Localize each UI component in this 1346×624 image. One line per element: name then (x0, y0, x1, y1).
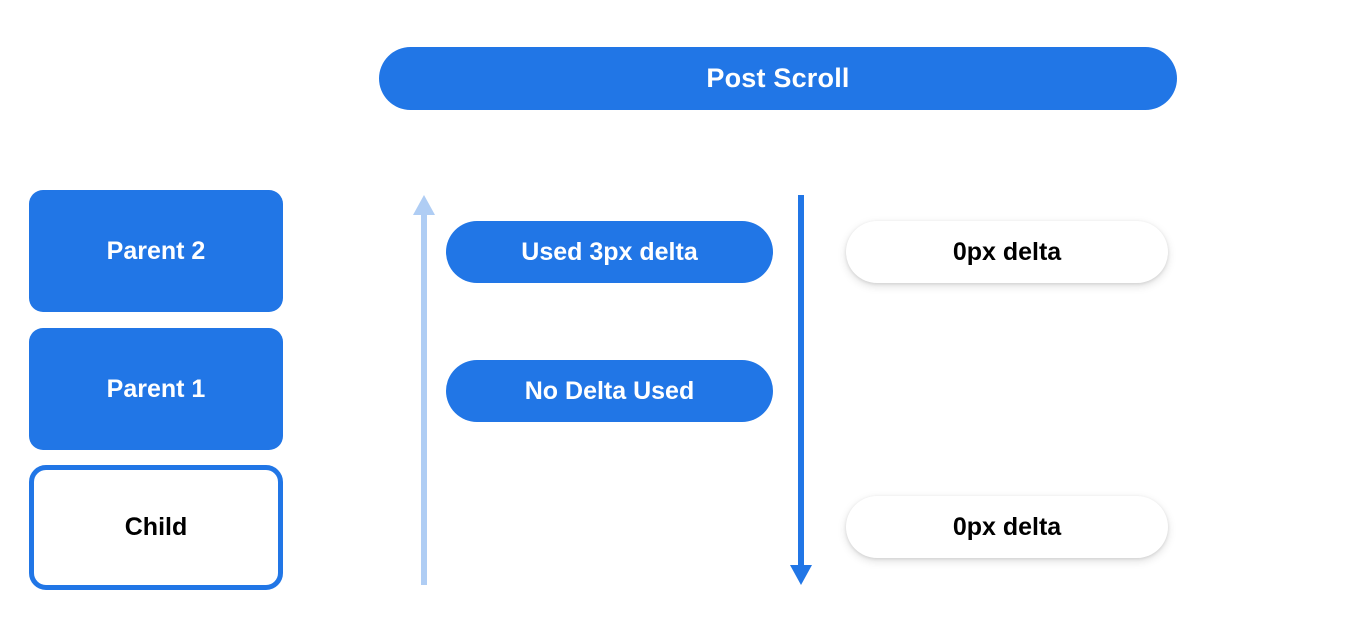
scroll-down-arrow-icon (790, 195, 812, 585)
pill-used-3px-delta: Used 3px delta (446, 221, 773, 283)
post-scroll-banner: Post Scroll (379, 47, 1177, 110)
pill-zero-delta-bottom-label: 0px delta (952, 512, 1062, 541)
node-child: Child (29, 465, 283, 590)
pill-zero-delta-top: 0px delta (846, 221, 1168, 283)
pill-used-3px-delta-label: Used 3px delta (521, 237, 698, 266)
node-parent-2: Parent 2 (29, 190, 283, 312)
pill-no-delta-used-label: No Delta Used (524, 376, 695, 405)
node-parent-1: Parent 1 (29, 328, 283, 450)
scroll-up-arrow-icon (413, 195, 435, 585)
pill-zero-delta-top-label: 0px delta (952, 237, 1062, 266)
arrow-up-shaft (421, 214, 427, 585)
node-child-label: Child (124, 513, 188, 541)
banner-title: Post Scroll (706, 63, 850, 93)
arrow-up-head-icon (413, 195, 435, 215)
pill-zero-delta-bottom: 0px delta (846, 496, 1168, 558)
node-parent-2-label: Parent 2 (106, 236, 206, 265)
pill-no-delta-used: No Delta Used (446, 360, 773, 422)
arrow-down-head-icon (790, 565, 812, 585)
arrow-down-shaft (798, 195, 804, 566)
node-parent-1-label: Parent 1 (106, 374, 206, 403)
